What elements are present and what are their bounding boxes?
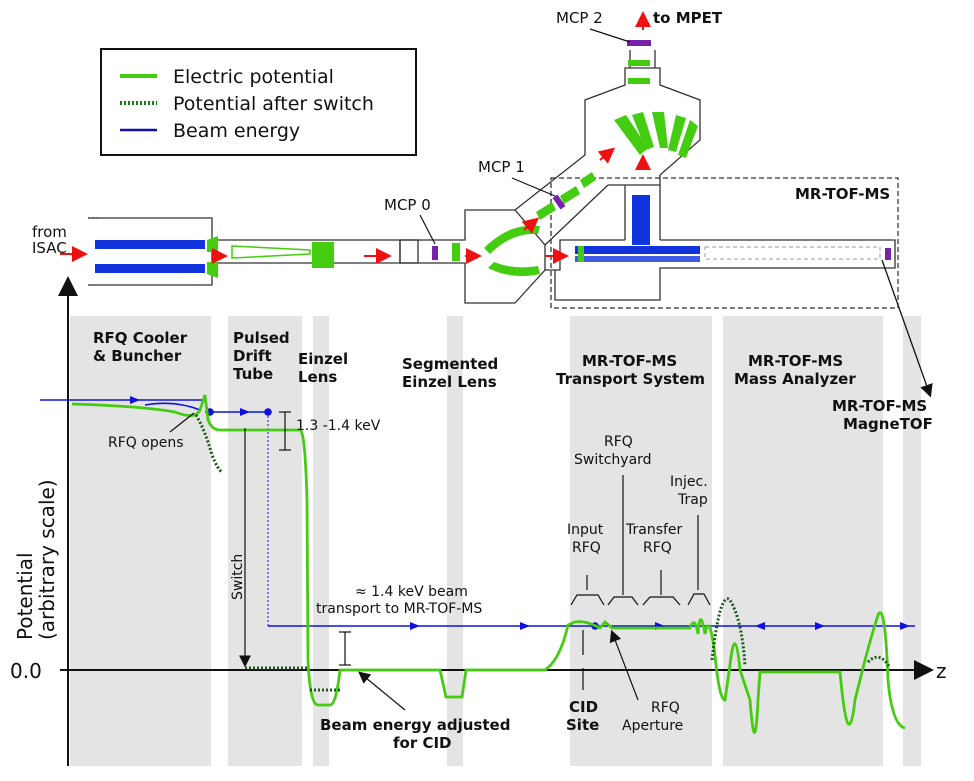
beamline-schematic (88, 50, 899, 309)
legend-beam: Beam energy (173, 120, 300, 142)
transport-rfq-lower (575, 256, 700, 262)
upper-chamber (584, 67, 701, 186)
beam-arrows (60, 11, 651, 264)
rfq-electrodes (95, 40, 891, 278)
mcp0-label: MCP 0 (384, 196, 431, 214)
drift-chamber (212, 239, 401, 264)
from-isac-line1: from (32, 223, 67, 241)
angled-tube (514, 154, 609, 246)
section-segmented-l1: Segmented (402, 355, 498, 373)
rfq-aperture-l1: RFQ (651, 700, 680, 716)
to-mpet-label: to MPET (653, 9, 723, 27)
section-rfq-l2: & Buncher (93, 347, 182, 365)
legend-after-switch: Potential after switch (173, 93, 374, 115)
rfq-switchyard-l1: RFQ (604, 434, 633, 450)
band-transport (570, 316, 712, 766)
mcp2-detector (627, 40, 651, 46)
vertical-tube (624, 185, 661, 240)
injec-trap-l2: Trap (677, 492, 708, 508)
section-transport-l2: Transport System (556, 370, 705, 388)
bender-chamber (400, 209, 546, 304)
from-isac-line2: ISAC (32, 239, 67, 257)
section-einzel-l1: Einzel (298, 350, 348, 368)
section-drift-l1: Pulsed (233, 329, 290, 347)
beam-transport-l1: ≈ 1.4 keV beam (355, 584, 468, 600)
electric-potential-curve (71, 394, 906, 734)
bender-electrodes (484, 225, 540, 276)
y-axis-label-l2: (arbitrary scale) (35, 479, 59, 640)
mcp0-detector (432, 246, 438, 260)
band-magnetof (903, 316, 921, 766)
section-magnetof-l1: MR-TOF-MS (832, 397, 927, 415)
section-bands (70, 316, 921, 766)
switch-label: Switch (230, 554, 246, 600)
transfer-rfq-l2: RFQ (643, 540, 672, 556)
transport-rfq-upper (575, 246, 700, 254)
y-axis-label-l1: Potential (13, 552, 37, 640)
rfq-chamber (88, 217, 213, 286)
section-analyzer-l1: MR-TOF-MS (748, 352, 843, 370)
band-drift-tube (228, 316, 302, 766)
rfq-opens-label: RFQ opens (108, 435, 183, 451)
upper-bender-electrodes (614, 112, 698, 158)
rfq-exit-electrode (207, 236, 218, 278)
drift-tube-shape (231, 245, 311, 259)
band-einzel (313, 316, 329, 766)
section-drift-l3: Tube (233, 365, 273, 383)
section-analyzer-l2: Mass Analyzer (734, 370, 856, 388)
input-rfq-l1: Input (567, 522, 604, 538)
angled-lens-electrodes (536, 172, 596, 220)
x-axis-label: z (936, 659, 947, 683)
mpet-lens-1 (628, 60, 650, 66)
beam-adjusted-l1: Beam energy adjusted (320, 716, 510, 734)
mcp1-label: MCP 1 (478, 158, 525, 176)
section-segmented-l2: Einzel Lens (402, 373, 497, 391)
section-transport-l1: MR-TOF-MS (582, 352, 677, 370)
cid-site-l2: Site (566, 716, 599, 734)
input-rfq-l2: RFQ (572, 540, 601, 556)
rfq-rods-lower (95, 264, 205, 273)
mrtof-box-label: MR-TOF-MS (795, 185, 890, 203)
section-magnetof-l2: MagneTOF (843, 415, 933, 433)
cid-site-l1: CID (569, 698, 598, 716)
zero-label: 0.0 (10, 659, 42, 683)
energy-step-label: 1.3 -1.4 keV (296, 418, 381, 434)
band-rfq-cooler (70, 316, 211, 766)
transport-vertical-rfq (632, 195, 650, 245)
section-rfq-l1: RFQ Cooler (93, 329, 188, 347)
input-rfq-electrode (578, 246, 584, 262)
band-segmented (447, 316, 463, 766)
beam-adjusted-l2: for CID (393, 734, 452, 752)
legend: Electric potential Potential after switc… (100, 48, 417, 156)
transfer-rfq-l1: Transfer (625, 522, 683, 538)
rfq-rods-upper (95, 240, 205, 249)
rfq-switchyard-l2: Switchyard (574, 452, 652, 468)
beam-transport-l2: transport to MR-TOF-MS (316, 601, 482, 617)
segmented-electrode (452, 243, 460, 261)
annotations (169, 411, 711, 711)
mcp0-housing (399, 239, 419, 264)
legend-electric: Electric potential (173, 66, 334, 88)
beam-energy-line (40, 396, 915, 630)
section-drift-l2: Drift (233, 347, 272, 365)
rfq-aperture-l2: Aperture (622, 718, 683, 734)
mpet-lens-2 (628, 78, 650, 84)
einzel-electrode (312, 242, 334, 268)
mrtof-dashed-box (550, 177, 899, 309)
section-einzel-l2: Lens (298, 368, 337, 386)
mass-analyzer-electrodes (704, 246, 881, 260)
mcp2-label: MCP 2 (556, 9, 603, 27)
after-switch-curve (194, 414, 892, 692)
magnetof-detector (885, 248, 891, 260)
injec-trap-l1: Injec. (670, 474, 708, 490)
mcp1-detector (552, 194, 566, 210)
